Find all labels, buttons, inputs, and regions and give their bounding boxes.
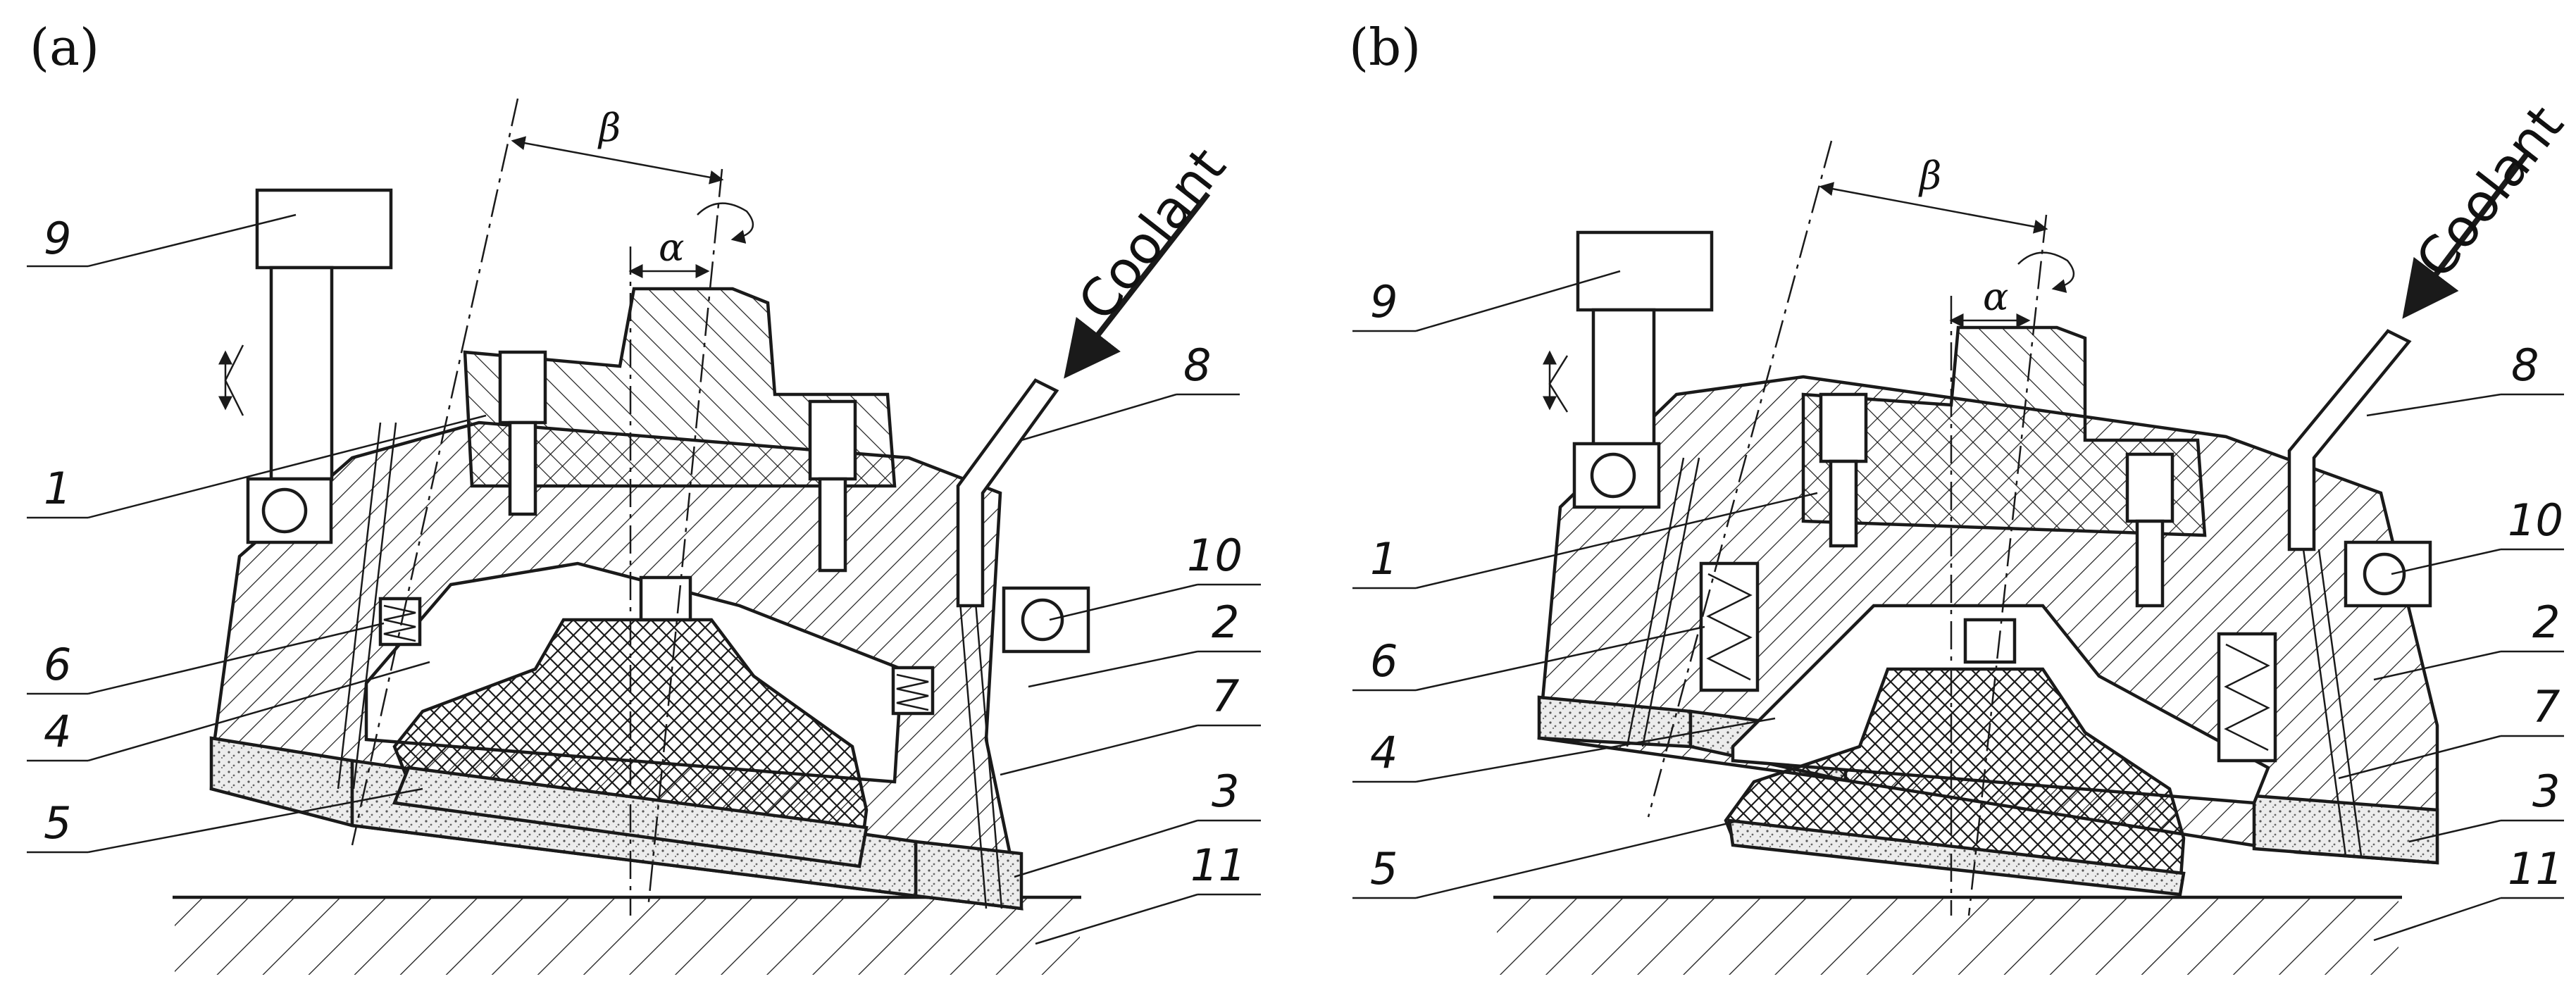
coolant-pipe-8 (956, 378, 1059, 608)
panel-b: (b) (1349, 18, 2575, 975)
callout-9-a: 9 (44, 213, 71, 264)
callout-1-b: 1 (1370, 533, 1398, 585)
callout-8-a: 8 (1183, 339, 1211, 391)
callout-3-b: 3 (2532, 766, 2560, 817)
callout-1-a: 1 (44, 463, 71, 514)
callout-7-a: 7 (1212, 670, 1239, 722)
callouts-b: 9 1 6 4 5 8 10 2 7 3 11 (1352, 270, 2564, 942)
surface-11-b (1493, 895, 2402, 975)
callout-6-a: 6 (44, 639, 71, 690)
part-10-bearing-b (2344, 540, 2432, 608)
callout-2-a: 2 (1212, 597, 1239, 648)
callout-4-a: 4 (44, 706, 71, 757)
part-10-bearing (1002, 586, 1090, 654)
coolant-pipe-8-b (2287, 329, 2412, 551)
callouts-a: 9 1 6 4 5 8 10 2 7 3 11 (27, 213, 1261, 945)
panel-a-label: (a) (30, 18, 99, 77)
surface-11 (173, 895, 1081, 975)
callout-10-b: 10 (2508, 494, 2563, 546)
callout-5-a: 5 (44, 797, 71, 849)
housing-b (1537, 325, 2439, 897)
panel-b-label: (b) (1349, 18, 1421, 77)
housing (209, 287, 1023, 911)
panel-a: (a) (27, 18, 1261, 975)
callout-6-b: 6 (1370, 635, 1398, 687)
callout-9-b: 9 (1370, 276, 1398, 328)
callout-8-b: 8 (2511, 339, 2539, 391)
coolant-label-b: Coolant (2404, 94, 2575, 289)
part-9-pin (246, 188, 393, 544)
callout-4-b: 4 (1370, 727, 1398, 778)
callout-5-b: 5 (1370, 843, 1398, 894)
part-9-pin-b (1572, 230, 1714, 509)
callout-2-b: 2 (2532, 597, 2560, 648)
callout-7-b: 7 (2532, 681, 2560, 732)
callout-3-a: 3 (1212, 766, 1239, 817)
callout-11-b: 11 (2508, 843, 2563, 894)
angle-beta-label-b: β (1918, 154, 1941, 198)
callout-10-a: 10 (1187, 530, 1243, 581)
callout-11-a: 11 (1190, 840, 1246, 891)
angle-beta-label-a: β (597, 106, 621, 150)
angle-alpha-label-b: α (1983, 275, 2008, 319)
coolant-label-a: Coolant (1066, 137, 1238, 332)
angle-alpha-label-a: α (659, 225, 684, 270)
